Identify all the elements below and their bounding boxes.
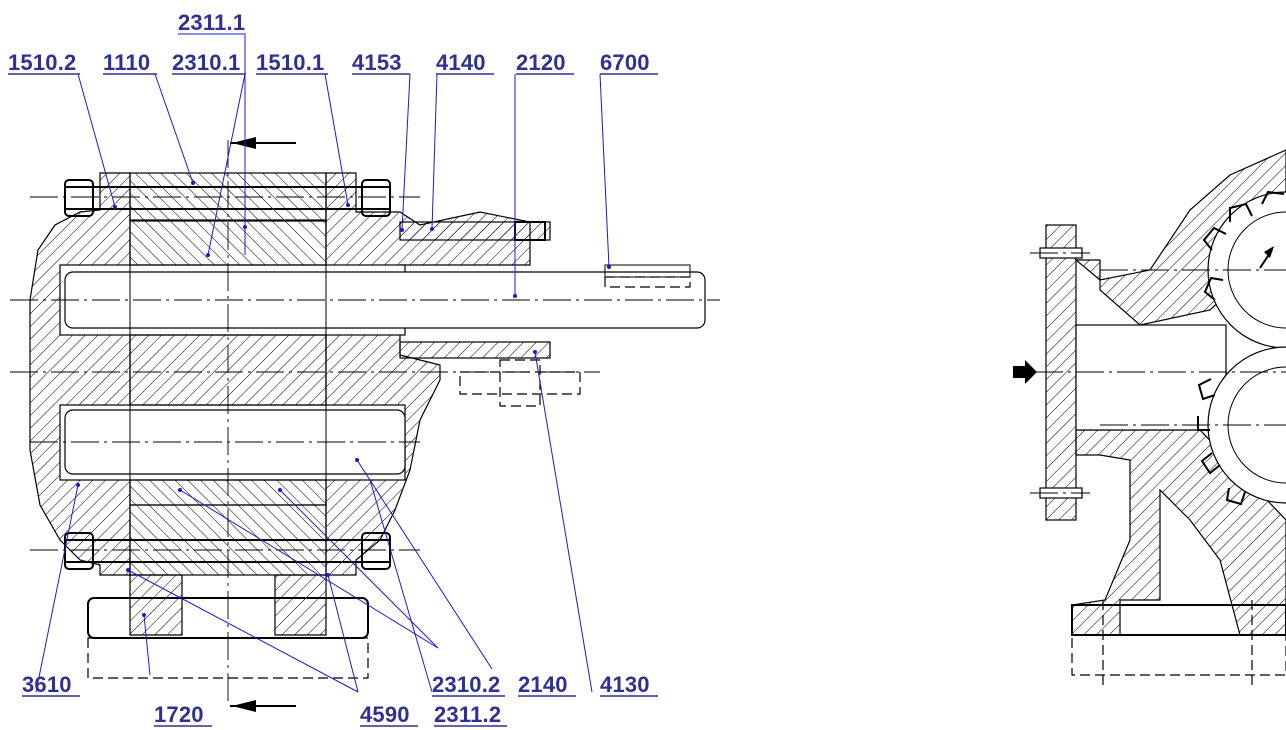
label-1510-2: 1510.2 [8,50,77,75]
label-2310-2: 2310.2 [432,672,501,697]
label-2140: 2140 [518,672,568,697]
cross-section-view [1013,149,1286,690]
label-1720: 1720 [154,702,204,727]
flow-direction-arrow [1013,360,1037,384]
seal-packing-lower [399,341,551,359]
left-cover [29,172,131,576]
label-6700: 6700 [600,50,650,75]
label-4140: 4140 [436,50,486,75]
label-1110: 1110 [103,50,150,75]
key-6700 [604,264,691,278]
label-2120: 2120 [516,50,566,75]
label-2310-1: 2310.1 [172,50,241,75]
foot-bracket [129,574,327,636]
label-4153: 4153 [352,50,402,75]
label-3610: 3610 [22,672,72,697]
inlet-channel [1075,324,1227,431]
part-number-labels: 2311.1 1510.2 1110 2310.1 1510.1 4153 41… [8,10,658,727]
cross-base-foot [1071,634,1286,676]
label-2311-2: 2311.2 [434,702,501,727]
leader-lines [35,35,611,693]
label-1510-1: 1510.1 [256,50,325,75]
label-2311-1: 2311.1 [178,10,245,35]
suction-flange [1045,224,1077,521]
label-4130: 4130 [600,672,650,697]
longitudinal-section-view [10,137,720,712]
label-4590: 4590 [360,702,410,727]
seal-packing-upper [399,221,551,241]
